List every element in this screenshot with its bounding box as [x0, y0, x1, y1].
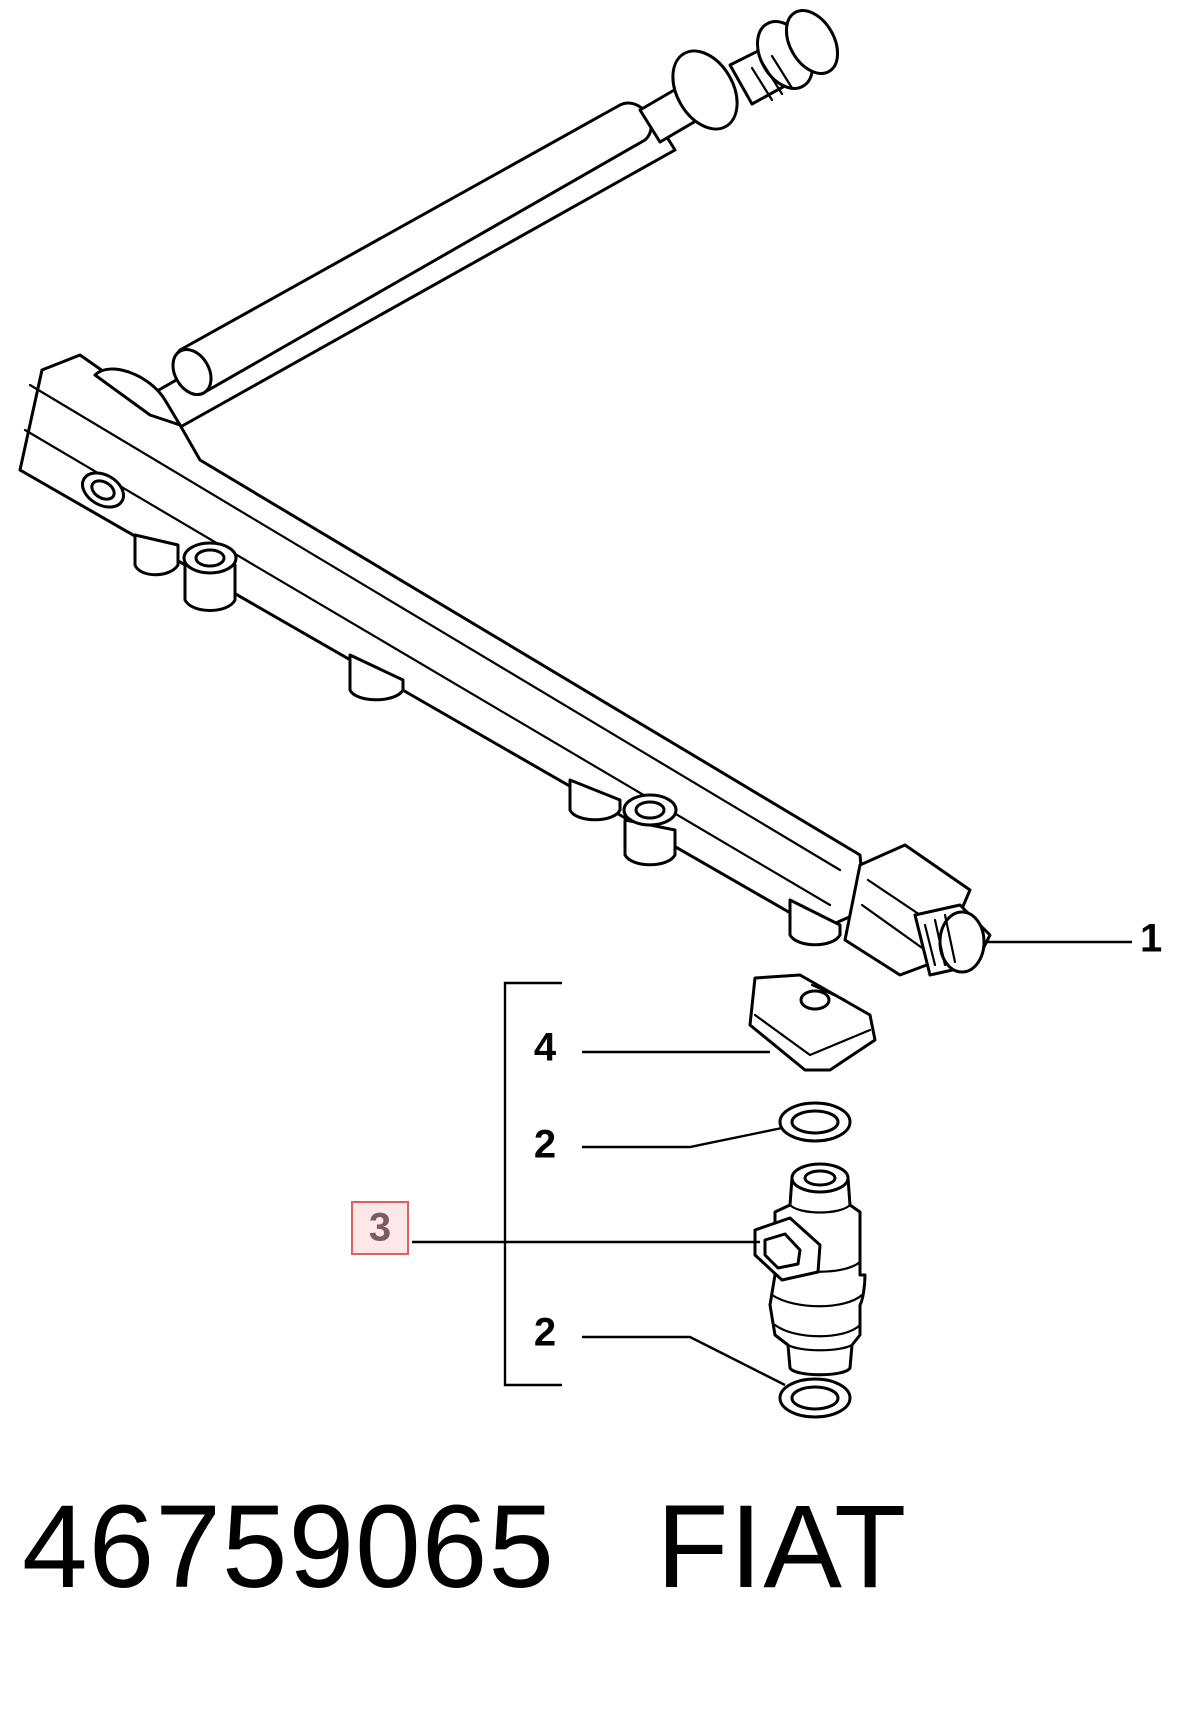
- retaining-clip: [582, 973, 877, 1072]
- callout-label-4: 4: [534, 1026, 557, 1070]
- o-ring-upper: [582, 1101, 852, 1149]
- highlight-box-3: [351, 1201, 409, 1255]
- o-ring-lower: [582, 1335, 852, 1419]
- callout-label-1: 1: [1140, 917, 1162, 961]
- brand-name: FIAT: [656, 1481, 908, 1613]
- part-number: 46759065: [22, 1481, 556, 1613]
- pressure-regulator: [843, 843, 992, 977]
- callout-label-3: 3: [369, 1206, 391, 1250]
- fuel-rail-assembly: [18, 9, 1132, 977]
- callout-label-2-upper: 2: [534, 1123, 556, 1167]
- callout-label-2-lower: 2: [534, 1311, 556, 1355]
- leader-line-2-lower: [582, 1335, 786, 1387]
- group-bracket: [503, 981, 562, 1387]
- fuel-injector: [412, 1162, 867, 1377]
- part-caption: 46759065 FIAT: [22, 1488, 907, 1606]
- leader-line-2-upper: [582, 1126, 783, 1149]
- fuel-feed-pipe: [148, 9, 840, 432]
- fuel-rail-body: [18, 353, 867, 932]
- injector-cups: [133, 533, 842, 947]
